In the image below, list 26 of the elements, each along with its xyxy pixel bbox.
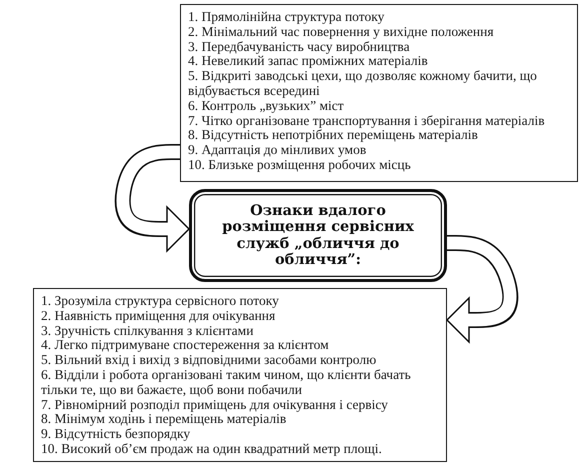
list-item: 6. Відділи і робота організовані таким чином, що клієнти бачать тільки те, що ви бажаєте, щоб вони побачили bbox=[41, 368, 412, 398]
list-item: 4. Легко підтримуване спостереження за клієнтом bbox=[41, 338, 329, 354]
list-item: 8. Відсутність непотрібних переміщень матеріалів bbox=[188, 128, 478, 144]
list-item: 5. Вільний вхід і вихід з відповідними засобами контролю bbox=[41, 353, 376, 368]
list-item: 3. Передбачуваність часу виробництва bbox=[188, 40, 410, 54]
list-item: 2. Наявність приміщення для очікування bbox=[41, 308, 276, 324]
heading-text: Ознаки вдалого розміщення сервісних служб „обличчя до обличчя”: bbox=[221, 202, 415, 268]
curved-arrow bbox=[446, 235, 518, 343]
list-item: 10. Високий об’єм продаж на один квадратний метр площі. bbox=[41, 442, 382, 457]
list-item: 8. Мінімум ходінь і переміщень матеріалів bbox=[41, 412, 286, 428]
curved-arrow bbox=[114, 144, 190, 252]
list-item: 7. Рівномірний розподіл приміщень для очікування і сервісу bbox=[41, 398, 388, 412]
list-item: 1. Зрозуміла структура сервісного потоку bbox=[41, 294, 279, 309]
list-item: 4. Невеликий запас проміжних матеріалів bbox=[188, 54, 428, 70]
heading-panel bbox=[189, 189, 447, 282]
list-item: 9. Відсутність безпорядку bbox=[41, 427, 190, 442]
list-item: 7. Чітко організоване транспортування і зберігання матеріалів bbox=[188, 114, 545, 128]
list-item: 2. Мінімальний час повернення у вихідне положення bbox=[188, 24, 494, 40]
list-item: 10. Близьке розміщення робочих місць bbox=[188, 158, 411, 173]
list-panel bbox=[33, 288, 447, 462]
list-item: 9. Адаптація до мінливих умов bbox=[188, 143, 366, 158]
list-item: 6. Контроль „вузьких” міст bbox=[188, 98, 344, 114]
list-item: 5. Відкриті заводські цехи, що дозволяє кожному бачити, що відбувається всередині bbox=[188, 69, 538, 99]
list-item: 1. Прямолінійна структура потоку bbox=[188, 10, 384, 25]
list-panel bbox=[180, 4, 578, 182]
list-item: 3. Зручність спілкування з клієнтами bbox=[41, 324, 254, 338]
